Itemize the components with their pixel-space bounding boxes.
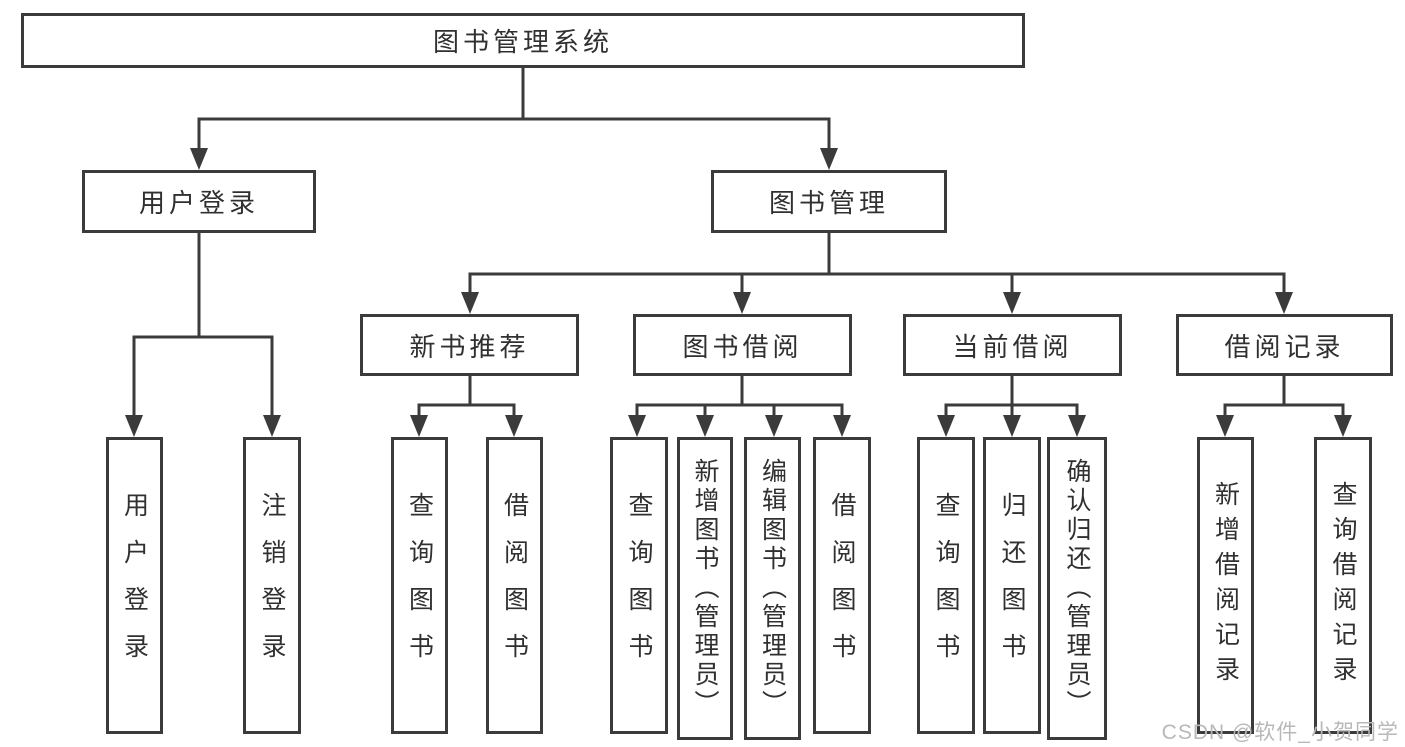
leaf-user-login: 用户登录	[106, 437, 163, 734]
node-user-login: 用户登录	[82, 170, 316, 233]
node-borrowing-records: 借阅记录	[1176, 314, 1393, 376]
arrowhead-down-icon	[1216, 415, 1234, 437]
arrowhead-down-icon	[125, 415, 143, 437]
edge	[417, 374, 516, 421]
arrowhead-down-icon	[410, 415, 428, 437]
arrowhead-down-icon	[190, 148, 208, 170]
arrowhead-down-icon	[1003, 415, 1021, 437]
leaf-borrow-books: 借阅图书	[813, 437, 871, 734]
leaf-query-books-recommend: 查询图书	[391, 437, 448, 734]
edge	[635, 374, 844, 421]
node-book-management: 图书管理	[711, 170, 947, 233]
connector-user-login-children	[125, 231, 281, 437]
edge	[468, 231, 1286, 298]
arrowhead-down-icon	[1275, 292, 1293, 314]
leaf-edit-books-admin: 编辑图书（管理员）	[744, 437, 801, 740]
arrowhead-down-icon	[1334, 415, 1352, 437]
arrowhead-down-icon	[820, 148, 838, 170]
edge	[1223, 374, 1345, 421]
connector-new-book-recommend-children	[410, 374, 523, 437]
leaf-add-borrow-record: 新增借阅记录	[1197, 437, 1254, 734]
arrowhead-down-icon	[937, 415, 955, 437]
leaf-logout: 注销登录	[243, 437, 301, 734]
arrowhead-down-icon	[263, 415, 281, 437]
edge	[132, 231, 274, 421]
node-library-management-system: 图书管理系统	[21, 13, 1025, 68]
connector-book-management-children	[461, 231, 1293, 314]
leaf-query-books-borrow: 查询图书	[610, 437, 668, 734]
edge	[197, 66, 831, 154]
arrowhead-down-icon	[628, 415, 646, 437]
arrowhead-down-icon	[505, 415, 523, 437]
leaf-add-books-admin: 新增图书（管理员）	[677, 437, 733, 740]
arrowhead-down-icon	[461, 292, 479, 314]
arrowhead-down-icon	[696, 415, 714, 437]
node-current-borrowing: 当前借阅	[903, 314, 1122, 376]
connector-root-to-level2	[190, 66, 838, 170]
edge	[944, 374, 1079, 421]
arrowhead-down-icon	[1068, 415, 1086, 437]
arrowhead-down-icon	[765, 415, 783, 437]
leaf-query-books-current: 查询图书	[917, 437, 975, 734]
leaf-query-borrow-record: 查询借阅记录	[1314, 437, 1372, 734]
node-new-book-recommendation: 新书推荐	[360, 314, 579, 376]
connector-borrow-records-children	[1216, 374, 1352, 437]
leaf-confirm-return-admin: 确认归还（管理员）	[1047, 437, 1107, 740]
node-book-borrowing: 图书借阅	[633, 314, 852, 376]
leaf-borrow-books-recommend: 借阅图书	[486, 437, 543, 734]
csdn-watermark: CSDN @软件_小贺同学	[1161, 721, 1399, 744]
arrowhead-down-icon	[833, 415, 851, 437]
connector-current-borrow-children	[937, 374, 1086, 437]
connector-book-borrow-children	[628, 374, 851, 437]
arrowhead-down-icon	[1003, 292, 1021, 314]
leaf-return-books: 归还图书	[983, 437, 1041, 734]
arrowhead-down-icon	[733, 292, 751, 314]
